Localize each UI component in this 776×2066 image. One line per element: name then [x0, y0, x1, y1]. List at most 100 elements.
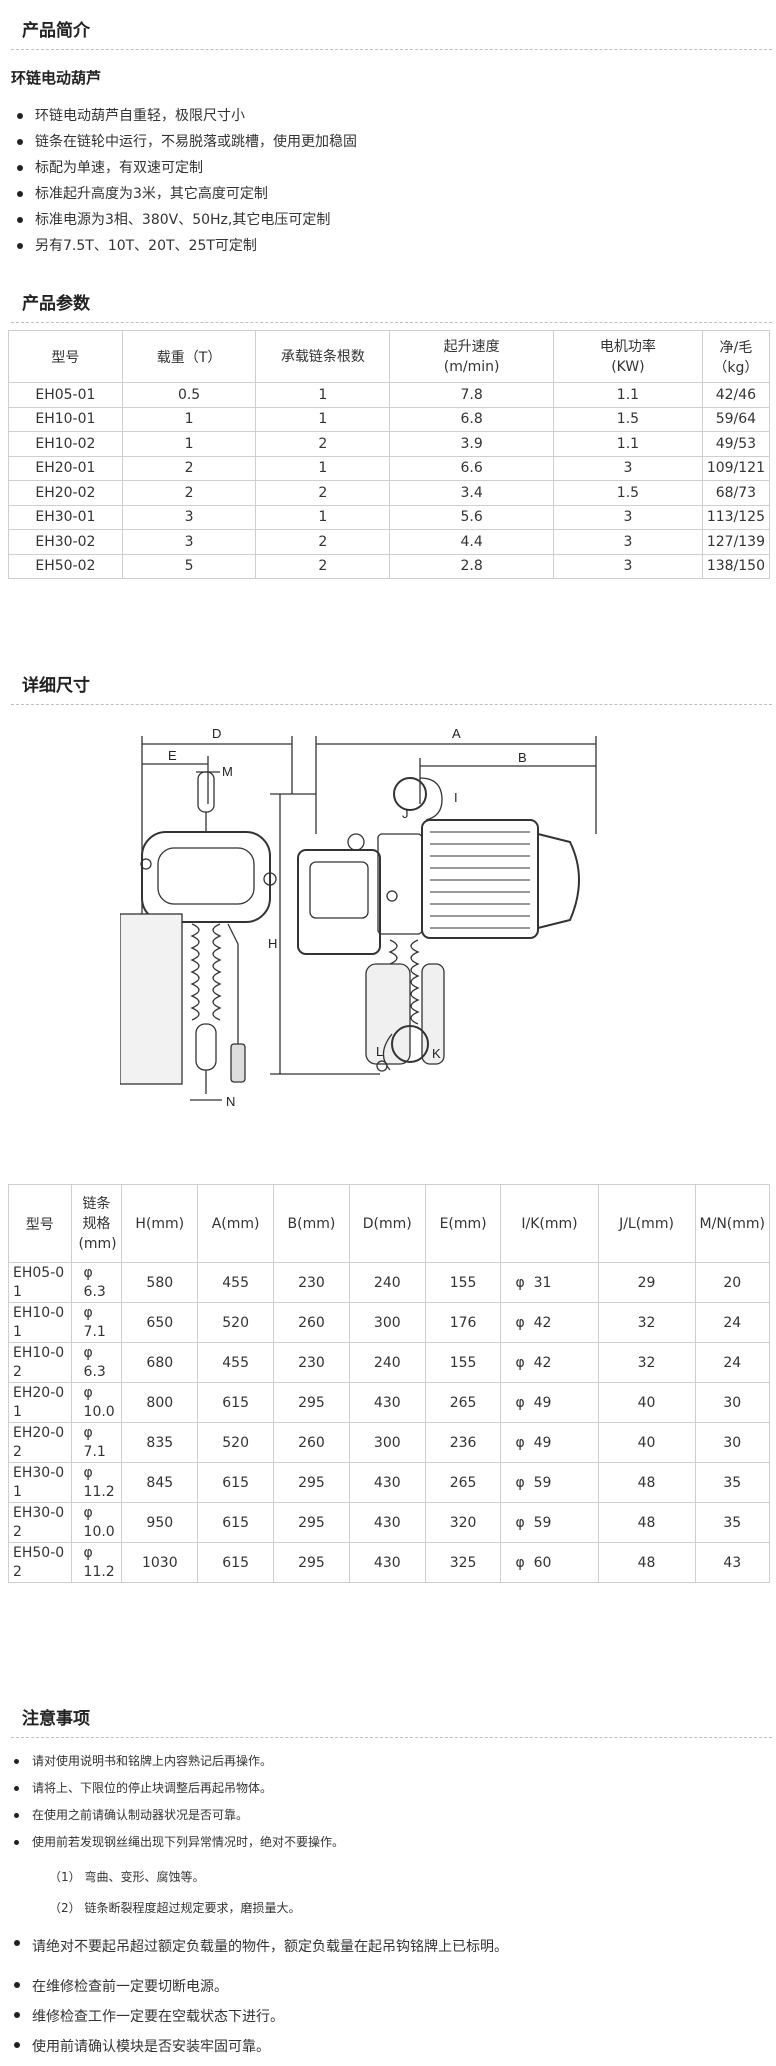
- table-cell: 430: [348, 1382, 426, 1423]
- feature-item: 另有7.5T、10T、20T、25T可定制: [17, 233, 357, 259]
- params-table: 型号 载重（T） 承载链条根数 起升速度 (m/min) 电机功率 (KW) 净…: [8, 330, 771, 579]
- table-cell: 138/150: [701, 553, 771, 579]
- table-cell: EH20-01: [8, 455, 123, 481]
- table-cell: φ 7.1: [70, 1422, 123, 1463]
- table-cell: 650: [121, 1302, 199, 1343]
- drawing-label-b: B: [518, 750, 527, 765]
- table-cell: 59/64: [701, 406, 771, 432]
- table-cell: EH10-02: [8, 1342, 72, 1383]
- table-cell: 30: [694, 1422, 771, 1463]
- dimensions-section-header: 详细尺寸: [0, 655, 776, 705]
- header-cell: 净/毛（kg）: [701, 330, 771, 383]
- table-cell: φ 11.2: [70, 1462, 123, 1503]
- table-cell: φ 42: [500, 1302, 599, 1343]
- table-cell: EH50-02: [8, 553, 123, 579]
- drawing-label-e: E: [168, 748, 177, 763]
- drawing-label-j: J: [402, 806, 409, 821]
- table-cell: 615: [197, 1542, 275, 1583]
- table-cell: 615: [197, 1382, 275, 1423]
- table-cell: 5.6: [389, 504, 555, 530]
- params-header-row: 型号 载重（T） 承载链条根数 起升速度 (m/min) 电机功率 (KW) 净…: [8, 330, 771, 383]
- table-cell: 3: [553, 553, 703, 579]
- table-cell: φ 49: [500, 1422, 599, 1463]
- header-cell: D(mm): [348, 1184, 426, 1263]
- table-cell: 3: [553, 504, 703, 530]
- section-title-notes: 注意事项: [22, 1709, 90, 1729]
- table-cell: 48: [597, 1542, 696, 1583]
- drawing-label-n: N: [226, 1094, 235, 1109]
- header-cell: 承载链条根数: [255, 330, 391, 383]
- table-cell: 32: [597, 1302, 696, 1343]
- table-cell: 2: [121, 480, 257, 506]
- note-sub-item: （1） 弯曲、变形、腐蚀等。: [49, 1870, 205, 1884]
- feature-list: 环链电动葫芦自重轻，极限尺寸小 链条在链轮中运行，不易脱落或跳槽，使用更加稳固 …: [17, 103, 357, 259]
- table-cell: 7.8: [389, 382, 555, 408]
- table-cell: 680: [121, 1342, 199, 1383]
- table-cell: φ 59: [500, 1462, 599, 1503]
- notes-sub-list: （1） 弯曲、变形、腐蚀等。 （2） 链条断裂程度超过规定要求，磨损量大。: [0, 1862, 776, 1924]
- note-item: 请对使用说明书和铭牌上内容熟记后再操作。: [14, 1748, 776, 1775]
- table-cell: 295: [273, 1462, 350, 1503]
- table-cell: 230: [273, 1262, 350, 1303]
- table-cell: 4.4: [389, 529, 555, 555]
- table-cell: 325: [424, 1542, 502, 1583]
- product-name: 环链电动葫芦: [11, 69, 102, 87]
- drawing-label-i: I: [454, 790, 458, 805]
- table-cell: 40: [597, 1422, 696, 1463]
- header-cell: A(mm): [197, 1184, 275, 1263]
- note-item: 在维修检查前一定要切断电源。: [14, 1972, 776, 2002]
- table-cell: 240: [348, 1262, 426, 1303]
- table-cell: φ 60: [500, 1542, 599, 1583]
- table-cell: 3.9: [389, 431, 555, 457]
- table-cell: φ 11.2: [70, 1542, 123, 1583]
- drawing-label-m: M: [222, 764, 233, 779]
- table-cell: φ 10.0: [70, 1382, 123, 1423]
- table-cell: 6.8: [389, 406, 555, 432]
- table-cell: EH10-02: [8, 431, 123, 457]
- header-cell: 电机功率 (KW): [553, 330, 703, 383]
- table-cell: 32: [597, 1342, 696, 1383]
- table-cell: 155: [424, 1342, 502, 1383]
- table-cell: 2: [255, 529, 391, 555]
- table-cell: 5: [121, 553, 257, 579]
- table-cell: φ 10.0: [70, 1502, 123, 1543]
- notes-section-header: 注意事项: [0, 1688, 776, 1738]
- table-cell: 3.4: [389, 480, 555, 506]
- drawing-label-h: H: [268, 936, 277, 951]
- table-cell: 30: [694, 1382, 771, 1423]
- table-cell: EH05-01: [8, 382, 123, 408]
- table-cell: φ 49: [500, 1382, 599, 1423]
- table-cell: 295: [273, 1502, 350, 1543]
- note-item: 请绝对不要起吊超过额定负载量的物件，额定负载量在起吊钩铭牌上已标明。: [14, 1930, 776, 1964]
- table-cell: φ 59: [500, 1502, 599, 1543]
- table-cell: 176: [424, 1302, 502, 1343]
- table-cell: φ 31: [500, 1262, 599, 1303]
- section-divider: [11, 322, 772, 323]
- table-cell: 42/46: [701, 382, 771, 408]
- table-cell: 1: [255, 504, 391, 530]
- table-cell: 835: [121, 1422, 199, 1463]
- intro-section-header: 产品简介: [0, 0, 776, 50]
- table-cell: 127/139: [701, 529, 771, 555]
- header-cell: 载重（T）: [121, 330, 257, 383]
- table-cell: EH30-01: [8, 504, 123, 530]
- table-cell: 40: [597, 1382, 696, 1423]
- table-cell: 240: [348, 1342, 426, 1383]
- table-cell: 35: [694, 1462, 771, 1503]
- note-item: 请将上、下限位的停止块调整后再起吊物体。: [14, 1775, 776, 1802]
- feature-item: 标配为单速，有双速可定制: [17, 155, 357, 181]
- table-cell: 455: [197, 1342, 275, 1383]
- table-cell: 0.5: [121, 382, 257, 408]
- table-cell: 430: [348, 1462, 426, 1503]
- table-cell: 1: [121, 406, 257, 432]
